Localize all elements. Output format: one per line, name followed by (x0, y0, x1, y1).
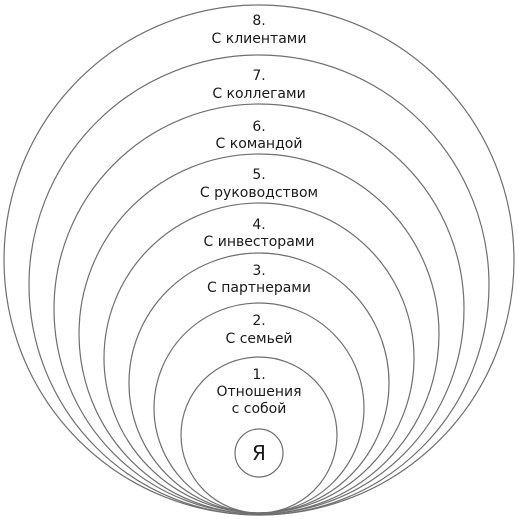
ring-2-text: С семьей (225, 331, 292, 347)
center-circle (234, 428, 284, 478)
ring-4-text: С инвесторами (204, 234, 315, 250)
ring-6-text: С командой (216, 136, 303, 152)
ring-6-label: 6. С командой (216, 119, 303, 152)
ring-6-number: 6. (252, 119, 265, 135)
ring-7-label: 7. С коллегами (212, 68, 305, 102)
ring-1-number: 1. (252, 367, 265, 383)
ring-3-number: 3. (252, 263, 265, 279)
ring-8-text: С клиентами (212, 31, 307, 47)
ring-5-text: С руководством (200, 185, 318, 201)
ring-3-text: С партнерами (207, 280, 311, 296)
ring-2-label: 2. С семьей (225, 313, 292, 347)
ring-2-number: 2. (252, 313, 265, 329)
ring-8-label: 8. С клиентами (212, 13, 307, 47)
ring-7-number: 7. (252, 68, 265, 84)
ring-7-circle (28, 54, 490, 516)
ring-1-circle (180, 356, 338, 514)
ring-3-label: 3. С партнерами (207, 263, 311, 296)
ring-5-circle (78, 153, 440, 515)
ring-5-number: 5. (252, 167, 265, 183)
center-label: Я (252, 441, 266, 465)
ring-8-number: 8. (252, 13, 265, 29)
ring-7-text: С коллегами (212, 86, 305, 102)
ring-1-text-line-2: с собой (232, 401, 287, 417)
ring-1-label: 1. Отношения с собой (217, 367, 302, 417)
ring-5-label: 5. С руководством (200, 167, 318, 201)
ring-1-text-line-1: Отношения (217, 384, 302, 400)
ring-4-label: 4. С инвесторами (204, 217, 315, 250)
ring-4-number: 4. (252, 217, 265, 233)
